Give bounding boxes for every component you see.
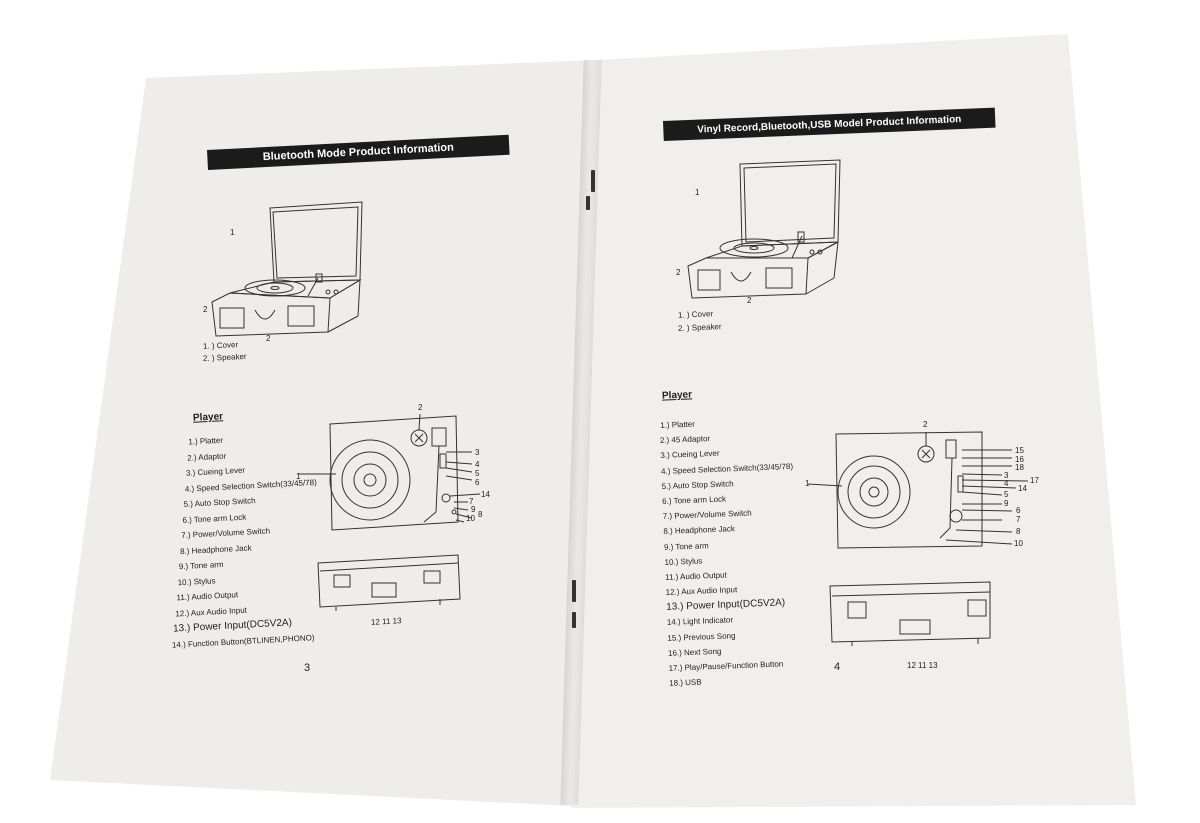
callout-label: 1 xyxy=(230,228,235,237)
diagram-callout: 4 xyxy=(1004,479,1009,488)
right-turntable-illustration xyxy=(687,159,841,299)
part-cover-label: 1. ) Cover xyxy=(202,340,239,351)
staple-mark xyxy=(586,196,590,210)
diagram-callout: 16 xyxy=(1015,455,1024,464)
callout-label: 2 xyxy=(266,334,271,343)
right-player-back-view-diagram xyxy=(829,581,991,646)
left-player-heading: Player xyxy=(192,411,224,424)
left-page xyxy=(50,60,596,806)
left-player-back-view-diagram xyxy=(317,554,461,611)
diagram-callout: 17 xyxy=(1030,476,1039,485)
diagram-callout: 3 xyxy=(1004,471,1009,480)
diagram-callout: 14 xyxy=(481,490,490,499)
diagram-callout: 7 xyxy=(469,497,474,506)
diagram-callout: 1 xyxy=(805,479,810,488)
right-player-heading: Player xyxy=(661,389,693,402)
callout-label: 2 xyxy=(676,268,681,277)
diagram-callout: 9 xyxy=(471,505,476,514)
diagram-callout: 5 xyxy=(1004,490,1009,499)
right-player-top-view-diagram xyxy=(807,431,1029,549)
left-player-top-view-diagram xyxy=(298,413,481,531)
diagram-callout: 10 xyxy=(1014,539,1023,548)
left-page-number: 3 xyxy=(304,662,311,674)
diagram-callout: 9 xyxy=(1004,499,1009,508)
callout-label: 2 xyxy=(203,305,208,314)
diagram-callout: 8 xyxy=(1016,527,1021,536)
diagram-callout: 15 xyxy=(1015,446,1024,455)
diagram-callout: 10 xyxy=(466,514,475,523)
callout-label: 1 xyxy=(695,188,700,197)
diagram-callout: 18 xyxy=(1015,463,1024,472)
diagram-callout: 14 xyxy=(1018,484,1027,493)
diagram-callout: 2 xyxy=(418,403,423,412)
part-speaker-label: 2. ) Speaker xyxy=(677,322,722,333)
left-turntable-illustration xyxy=(211,201,363,337)
diagram-callout: 4 xyxy=(475,460,480,469)
staple-mark xyxy=(572,612,576,628)
diagram-callout: 7 xyxy=(1016,515,1021,524)
staple-mark xyxy=(591,170,595,192)
right-page-number: 4 xyxy=(834,661,841,673)
diagram-callout: 1 xyxy=(296,472,301,481)
right-player-parts-list: 1.) Platter 2.) 45 Adaptor 3.) Cueing Le… xyxy=(659,413,801,691)
back-callouts: 12 11 13 xyxy=(370,616,402,627)
diagram-callout: 5 xyxy=(475,469,480,478)
diagram-callout: 6 xyxy=(475,478,480,487)
staple-mark xyxy=(572,580,576,602)
callout-label: 2 xyxy=(747,296,752,305)
diagram-callout: 3 xyxy=(475,448,480,457)
diagram-callout: 6 xyxy=(1016,506,1021,515)
diagram-callout: 2 xyxy=(923,420,928,429)
right-page xyxy=(572,34,1136,808)
back-callouts: 12 11 13 xyxy=(907,661,938,670)
diagram-callout: 8 xyxy=(478,510,483,519)
part-cover-label: 1. ) Cover xyxy=(677,309,714,320)
